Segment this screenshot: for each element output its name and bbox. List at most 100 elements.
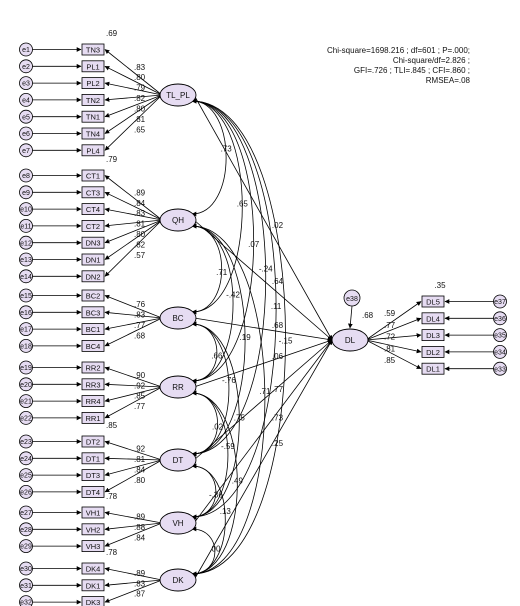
fit-line-4: RMSEA=.08 — [425, 76, 470, 85]
error-label: e31 — [20, 583, 32, 590]
covariance-label: -.76 — [222, 376, 236, 385]
indicator-label: CT2 — [86, 222, 100, 231]
indicator-label: RR3 — [85, 380, 100, 389]
loading-label: .80 — [134, 476, 146, 485]
latent-vh — [159, 511, 197, 535]
error-label: e5 — [22, 114, 30, 121]
error-label: e33 — [494, 366, 506, 373]
latent-label: DT — [173, 456, 184, 465]
latent-rr — [159, 375, 197, 399]
structural-path — [193, 339, 333, 581]
loading-label: .84 — [134, 199, 146, 208]
indicator-box — [81, 127, 105, 140]
indicator-box — [81, 395, 105, 408]
path-coefficient: .25 — [272, 439, 284, 448]
indicator-label: DK1 — [86, 581, 101, 590]
error-label: e12 — [20, 240, 32, 247]
indicator-box — [421, 362, 445, 375]
latent-dt — [159, 448, 197, 472]
loading-arrow — [104, 579, 163, 603]
error-label: e10 — [20, 207, 32, 214]
error-label: e26 — [20, 490, 32, 497]
loading-label: .81 — [134, 220, 146, 229]
loading-arrow — [104, 382, 163, 388]
structural-path — [193, 219, 333, 341]
error-label: e29 — [20, 544, 32, 551]
fit-line-2: Chi-square/df=2.826 ; — [392, 56, 470, 65]
indicator-label: PL2 — [86, 79, 99, 88]
indicator-box — [81, 43, 105, 56]
indicator-label: DT4 — [86, 488, 100, 497]
error-label: e6 — [22, 131, 30, 138]
indicator-label: DL4 — [426, 314, 440, 323]
indicator-label: BC2 — [86, 292, 101, 301]
indicator-box — [421, 312, 445, 325]
structural-path — [193, 94, 333, 341]
covariance-label: .13 — [220, 507, 232, 516]
covariance-label: -.36 — [209, 491, 223, 500]
indicator-box — [81, 60, 105, 73]
covariance-arrow — [191, 526, 216, 577]
error-label: e30 — [20, 566, 32, 573]
loading-arrow — [104, 94, 163, 118]
covariance-label: -.24 — [259, 265, 273, 274]
indicator-box — [81, 579, 105, 592]
covariance-label: .11 — [271, 302, 282, 311]
loading-arrow — [104, 65, 163, 96]
covariance-arrow — [191, 98, 227, 217]
loading-arrow — [104, 94, 163, 102]
indicator-label: CT3 — [86, 188, 100, 197]
path-coefficient: .64 — [272, 277, 284, 286]
loading-arrow — [104, 219, 163, 277]
loading-label: .76 — [134, 300, 146, 309]
outcome-r2: .68 — [362, 311, 374, 320]
indicator-box — [81, 562, 105, 575]
loading-arrow — [104, 94, 163, 151]
latent-tl_pl — [159, 83, 197, 107]
indicator-label: DL1 — [426, 365, 440, 374]
loading-label: .92 — [134, 445, 146, 454]
loading-arrow — [104, 440, 163, 461]
loading-arrow — [365, 339, 422, 370]
latent-label: DK — [172, 576, 184, 585]
structural-path — [193, 339, 333, 461]
latent-label: RR — [172, 383, 184, 392]
indicator-box — [81, 339, 105, 352]
error-label: e2 — [22, 64, 30, 71]
covariance-label: .65 — [237, 200, 249, 209]
loading-arrow — [104, 456, 163, 461]
indicator-label: DN1 — [85, 256, 100, 265]
indicator-label: TN2 — [86, 96, 100, 105]
indicator-label: DT1 — [86, 454, 100, 463]
loading-arrow — [104, 366, 163, 388]
error-label: e20 — [20, 382, 32, 389]
latent-label: QH — [172, 216, 184, 225]
indicator-label: RR1 — [85, 414, 100, 423]
fit-line-1: Chi-square=1698.216 ; df=601 ; P=.000; — [327, 46, 470, 55]
indicator-label: DT2 — [86, 438, 100, 447]
indicator-box — [81, 110, 105, 123]
error-label: e11 — [20, 224, 31, 231]
loading-label: .80 — [134, 230, 146, 239]
error-label: e7 — [22, 148, 30, 155]
indicator-label: CT4 — [86, 205, 100, 214]
covariance-arrow — [191, 98, 277, 520]
loading-label: .77 — [134, 321, 146, 330]
loading-label: .87 — [134, 590, 146, 599]
latent-label: VH — [172, 519, 183, 528]
covariance-label: .73 — [221, 145, 233, 154]
disturbance-label: e38 — [346, 296, 358, 303]
indicator-r2-label: .78 — [106, 548, 118, 557]
loading-arrow — [104, 317, 163, 347]
structural-path — [193, 339, 333, 524]
covariance-arrow — [191, 463, 226, 577]
indicator-box — [81, 596, 105, 606]
indicator-label: BC3 — [86, 308, 101, 317]
covariance-arrow — [191, 98, 267, 457]
indicator-r2-label: .69 — [106, 29, 118, 38]
loading-arrow — [104, 175, 163, 221]
indicator-box — [81, 378, 105, 391]
loading-arrow — [104, 310, 163, 319]
indicator-box — [81, 77, 105, 89]
structural-path — [193, 339, 333, 388]
